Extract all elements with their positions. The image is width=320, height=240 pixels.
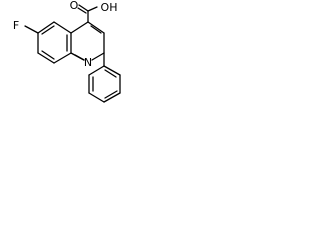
bond (88, 92, 105, 103)
bond (78, 4, 89, 12)
double-bond (104, 90, 118, 99)
bond (91, 52, 105, 61)
bond (24, 25, 39, 34)
double-bond (90, 25, 102, 34)
bond (87, 21, 105, 34)
bond (70, 21, 89, 34)
double-bond (77, 7, 87, 14)
double-bond (41, 25, 55, 35)
double-bond (74, 54, 85, 61)
bond (53, 52, 72, 64)
bond (37, 21, 55, 34)
bond (88, 65, 105, 76)
hydroxyl-label: OH (101, 1, 118, 14)
bond (103, 65, 121, 76)
bond (87, 6, 98, 12)
fluorine-label: F (13, 19, 19, 32)
bond (53, 21, 72, 34)
bond (37, 52, 55, 64)
double-bond (41, 50, 55, 60)
molecule-structure: F N O OH (13, 0, 121, 103)
double-bond (104, 69, 117, 78)
nitrogen-label: N (84, 56, 92, 69)
bond (103, 92, 121, 103)
carbonyl-oxygen-label: O (70, 0, 79, 12)
